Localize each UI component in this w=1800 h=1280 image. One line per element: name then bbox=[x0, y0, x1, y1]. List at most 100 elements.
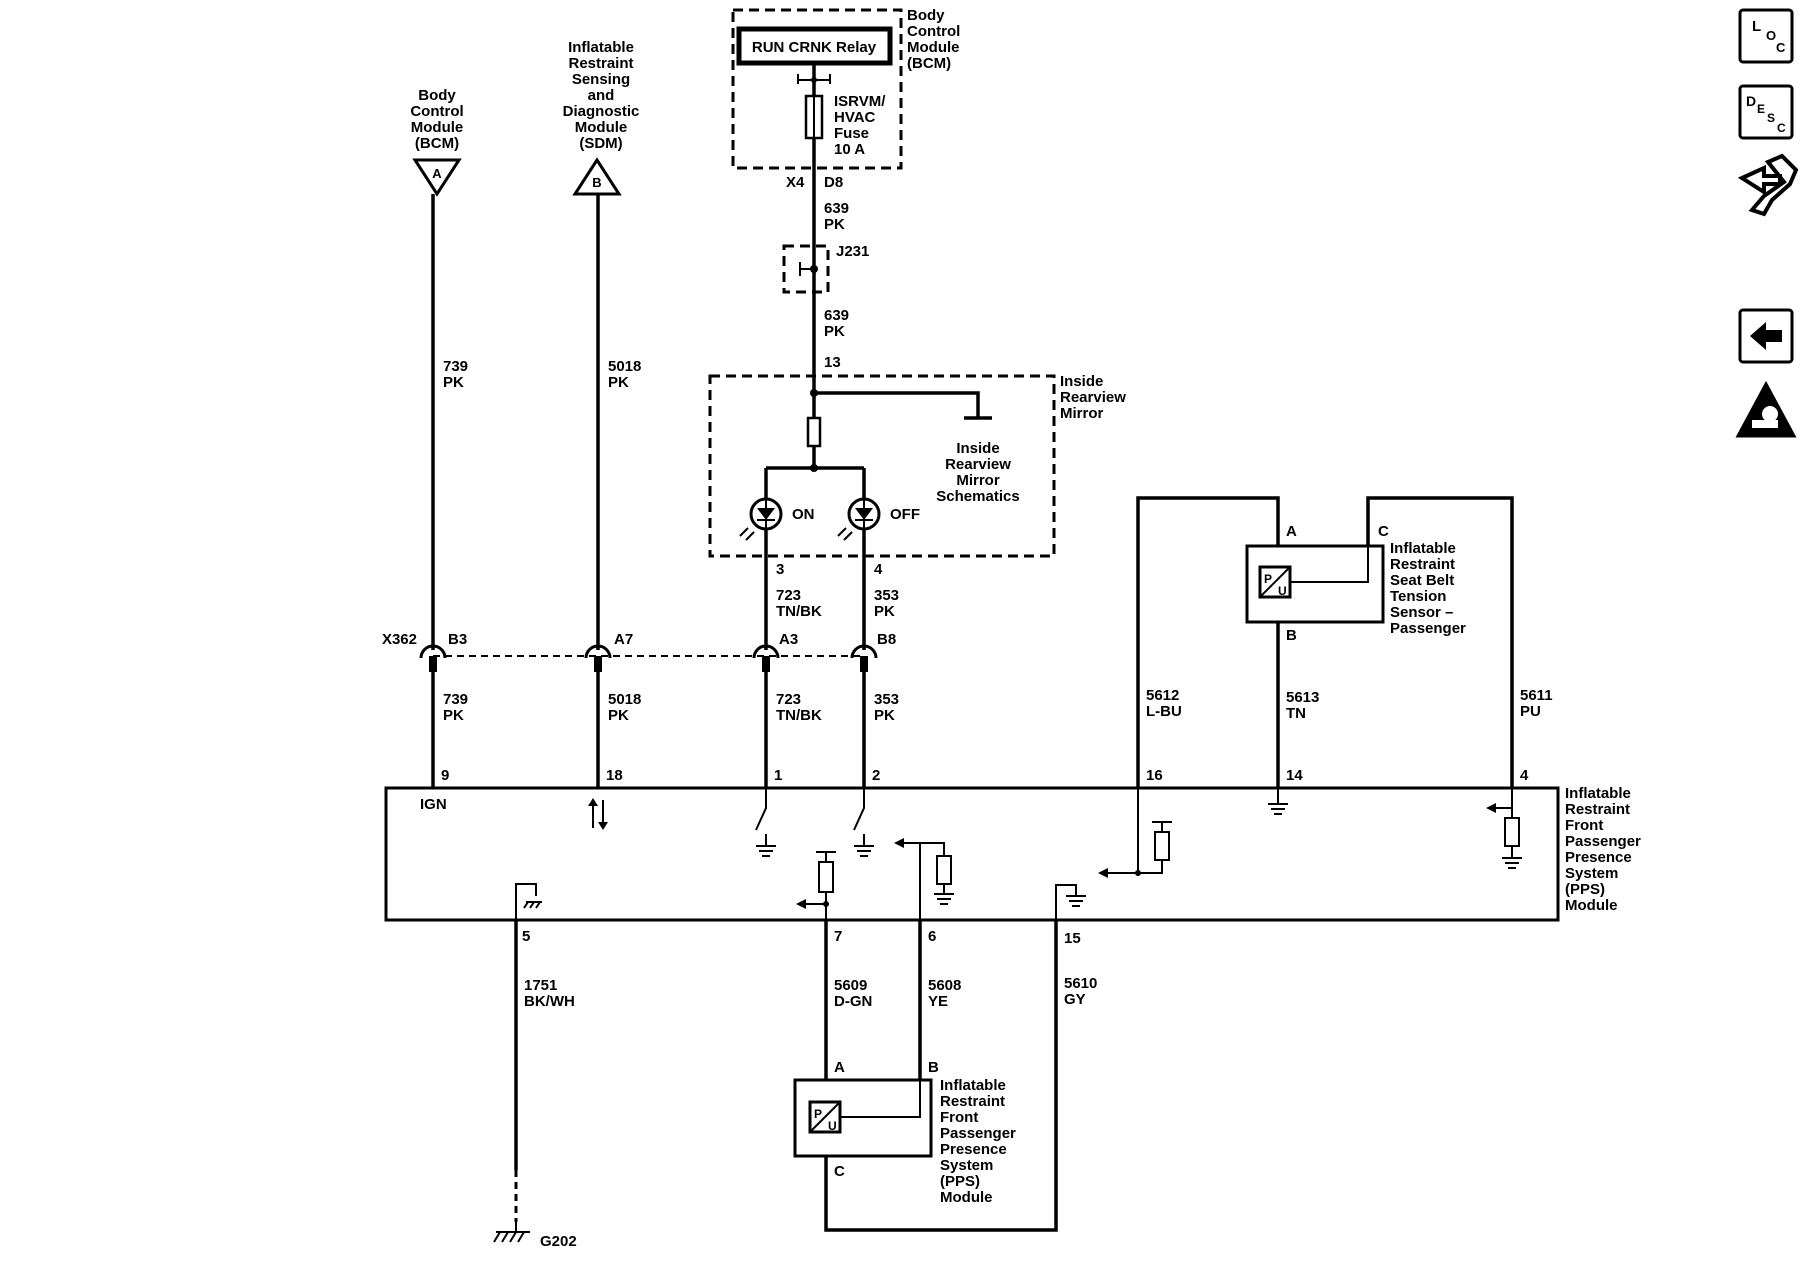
pps-pin-16: 16 bbox=[1146, 767, 1163, 784]
wire-739b-color: PK bbox=[443, 707, 464, 724]
mirror-schematics-4: Schematics bbox=[936, 488, 1019, 505]
mirror-schematics-3: Mirror bbox=[956, 472, 1000, 489]
sdm-label-2: Restraint bbox=[568, 55, 633, 72]
pps-module-label-1: Inflatable bbox=[1565, 785, 1631, 802]
belt-p: P bbox=[1264, 572, 1272, 586]
wire-353a-color: PK bbox=[874, 603, 895, 620]
wire-5018a-circuit: 5018 bbox=[608, 358, 641, 375]
desc-button[interactable]: D E S C bbox=[1738, 84, 1794, 140]
relay-label: RUN CRNK Relay bbox=[752, 39, 877, 56]
led-on-label: ON bbox=[792, 506, 815, 523]
location-icon[interactable] bbox=[1738, 8, 1794, 64]
bcm-pin-d8: D8 bbox=[824, 174, 843, 191]
loc-o: O bbox=[1766, 28, 1776, 43]
wire-5610-color: GY bbox=[1064, 991, 1086, 1008]
pps-sensor-label-7: (PPS) bbox=[940, 1173, 980, 1190]
left-bcm-label-1: Body bbox=[418, 87, 456, 104]
pps-pin-7: 7 bbox=[834, 928, 842, 945]
sdm-label-4: and bbox=[588, 87, 615, 104]
wire-5018a-color: PK bbox=[608, 374, 629, 391]
pps-pin-6: 6 bbox=[928, 928, 936, 945]
wire-5613-color: TN bbox=[1286, 705, 1306, 722]
sdm-tag: B bbox=[592, 175, 601, 190]
sdm-label-6: Module bbox=[575, 119, 628, 136]
x362-pin-a7: A7 bbox=[614, 631, 633, 648]
wire-5018b-color: PK bbox=[608, 707, 629, 724]
wire-5612-color: L-BU bbox=[1146, 703, 1182, 720]
pps-sensor-label-2: Restraint bbox=[940, 1093, 1005, 1110]
wire-1751-circuit: 1751 bbox=[524, 977, 557, 994]
fuse-label-4: 10 A bbox=[834, 141, 865, 158]
wire-639b-color: PK bbox=[824, 323, 845, 340]
desc-d: D bbox=[1746, 93, 1756, 109]
sdm-label-1: Inflatable bbox=[568, 39, 634, 56]
pps-sensor-label-4: Passenger bbox=[940, 1125, 1016, 1142]
mirror-label-1: Inside bbox=[1060, 373, 1103, 390]
left-bcm-label-3: Module bbox=[411, 119, 464, 136]
desc-s: S bbox=[1767, 111, 1775, 125]
desc-c: C bbox=[1777, 121, 1786, 135]
wire-639a-circuit: 639 bbox=[824, 200, 849, 217]
belt-pin-c: C bbox=[1378, 523, 1389, 540]
wire-1751-color: BK/WH bbox=[524, 993, 575, 1010]
wire-353b-circuit: 353 bbox=[874, 691, 899, 708]
warning-button[interactable] bbox=[1735, 380, 1797, 438]
pps-module-label-3: Front bbox=[1565, 817, 1603, 834]
bcm-connector-x4: X4 bbox=[786, 174, 805, 191]
wire-739a-circuit: 739 bbox=[443, 358, 468, 375]
ground-g202: G202 bbox=[493, 1222, 577, 1250]
fuse-label-1: ISRVM/ bbox=[834, 93, 886, 110]
pps-module-box bbox=[384, 786, 1560, 922]
mirror-label-2: Rearview bbox=[1060, 389, 1126, 406]
pps-sensor-label-6: System bbox=[940, 1157, 993, 1174]
wire-5018b-circuit: 5018 bbox=[608, 691, 641, 708]
pps-sensor: A B P U C Inflatable Restraint Front Pas… bbox=[793, 1059, 1016, 1206]
mirror-pin-3: 3 bbox=[776, 561, 784, 578]
top-bcm-block: RUN CRNK Relay ISRVM/ HVAC Fuse 10 A Bod… bbox=[731, 7, 960, 191]
wire-723b-circuit: 723 bbox=[776, 691, 801, 708]
sdm-label-5: Diagnostic bbox=[563, 103, 640, 120]
wire-639b-circuit: 639 bbox=[824, 307, 849, 324]
pps-ign-label: IGN bbox=[420, 796, 447, 813]
mirror-label-3: Mirror bbox=[1060, 405, 1104, 422]
mirror-resistor bbox=[806, 416, 822, 448]
left-bcm-connector: Body Control Module (BCM) A bbox=[410, 87, 464, 650]
wire-5611-circuit: 5611 bbox=[1520, 687, 1553, 704]
belt-label-4: Tension bbox=[1390, 588, 1446, 605]
pps-pin-4: 4 bbox=[1520, 767, 1529, 784]
belt-label-6: Passenger bbox=[1390, 620, 1466, 637]
pps-sensor-label-5: Presence bbox=[940, 1141, 1007, 1158]
diagnostic-button[interactable] bbox=[1737, 153, 1799, 217]
wire-5613-circuit: 5613 bbox=[1286, 689, 1319, 706]
pps-module-label-7: (PPS) bbox=[1565, 881, 1605, 898]
loc-l: L bbox=[1752, 18, 1761, 35]
wire-739a-color: PK bbox=[443, 374, 464, 391]
wire-639a-color: PK bbox=[824, 216, 845, 233]
top-bcm-label-2: Control bbox=[907, 23, 960, 40]
belt-label-2: Restraint bbox=[1390, 556, 1455, 573]
belt-pin-a: A bbox=[1286, 523, 1297, 540]
back-button[interactable] bbox=[1738, 308, 1794, 364]
sdm-label-7: (SDM) bbox=[579, 135, 622, 152]
x362-connector: X362 B3 A7 A3 B8 bbox=[382, 631, 896, 672]
top-bcm-boundary bbox=[731, 8, 903, 170]
belt-label-3: Seat Belt bbox=[1390, 572, 1454, 589]
wrench-icon[interactable] bbox=[1748, 153, 1799, 217]
pps-sensor-box bbox=[793, 1078, 933, 1158]
left-bcm-label-2: Control bbox=[410, 103, 463, 120]
mirror-pin-4: 4 bbox=[874, 561, 883, 578]
sdm-connector: Inflatable Restraint Sensing and Diagnos… bbox=[563, 39, 640, 650]
pps-module: 9 18 1 2 16 14 4 IGN bbox=[384, 767, 1641, 947]
wire-723a-circuit: 723 bbox=[776, 587, 801, 604]
loc-button[interactable]: L O C bbox=[1738, 8, 1794, 64]
description-icon[interactable] bbox=[1738, 84, 1794, 140]
belt-u: U bbox=[1278, 584, 1287, 598]
splice-label: J231 bbox=[836, 243, 869, 260]
mirror-boundary bbox=[708, 374, 1056, 558]
mirror-pin-13: 13 bbox=[824, 354, 841, 371]
left-bcm-label-4: (BCM) bbox=[415, 135, 459, 152]
pps-sensor-label-3: Front bbox=[940, 1109, 978, 1126]
inside-rearview-mirror: Inside Rearview Mirror Inside Rearview M… bbox=[708, 373, 1126, 650]
pps-sensor-pin-b: B bbox=[928, 1059, 939, 1076]
